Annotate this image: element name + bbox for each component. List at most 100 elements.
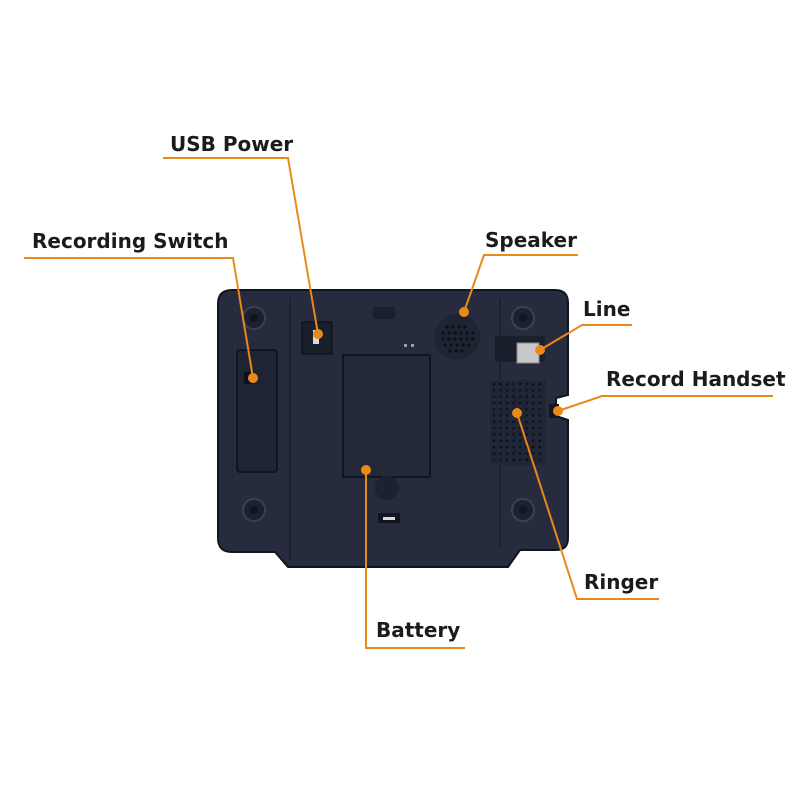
ringer-hole	[506, 420, 509, 423]
ringer-hole	[512, 408, 515, 411]
ringer-hole	[499, 414, 502, 417]
ringer-hole	[538, 383, 541, 386]
ringer-hole	[506, 458, 509, 461]
ringer-hole	[519, 452, 522, 455]
label-usb-power: USB Power	[170, 132, 293, 156]
ringer-hole	[538, 414, 541, 417]
label-speaker: Speaker	[485, 228, 577, 252]
ringer-hole	[538, 427, 541, 430]
ringer-hole	[499, 389, 502, 392]
ringer-grille	[490, 380, 546, 465]
speaker-grille	[434, 314, 480, 360]
label-line: Line	[583, 297, 630, 321]
ringer-hole	[519, 427, 522, 430]
ringer-hole	[499, 446, 502, 449]
ringer-hole	[532, 389, 535, 392]
ringer-hole	[493, 414, 496, 417]
ringer-hole	[525, 389, 528, 392]
ringer-hole	[512, 427, 515, 430]
ringer-hole	[525, 433, 528, 436]
ringer-hole	[506, 427, 509, 430]
ringer-hole	[499, 420, 502, 423]
line-port[interactable]	[495, 336, 545, 364]
ringer-hole	[506, 446, 509, 449]
screw	[511, 306, 535, 330]
ringer-hole	[493, 395, 496, 398]
ringer-hole	[493, 389, 496, 392]
ringer-hole	[532, 433, 535, 436]
ringer-hole	[512, 420, 515, 423]
ringer-hole	[499, 401, 502, 405]
ringer-hole	[532, 439, 535, 442]
ringer-hole	[519, 389, 522, 392]
screw	[242, 306, 266, 330]
ringer-hole	[493, 420, 496, 423]
ringer-hole	[512, 446, 515, 449]
ringer-hole	[499, 433, 502, 436]
leader-lines	[24, 157, 773, 649]
ringer-hole	[493, 427, 496, 430]
ringer-hole	[506, 383, 509, 386]
ringer-hole	[512, 395, 515, 398]
ringer-hole	[493, 408, 496, 411]
ringer-hole	[525, 414, 528, 417]
ringer-hole	[532, 427, 535, 430]
label-recording-switch: Recording Switch	[32, 229, 229, 253]
ringer-hole	[519, 383, 522, 386]
leader-endpoints	[248, 307, 563, 475]
ringer-hole	[532, 446, 535, 449]
label-battery: Battery	[376, 618, 460, 642]
ringer-hole	[493, 433, 496, 436]
ringer-hole	[493, 439, 496, 442]
ringer-hole	[538, 439, 541, 442]
ringer-hole	[512, 389, 515, 392]
ringer-hole	[532, 401, 535, 405]
ringer-hole	[493, 452, 496, 455]
ringer-hole	[519, 433, 522, 436]
ringer-hole	[499, 427, 502, 430]
ringer-hole	[532, 383, 535, 386]
ringer-hole	[506, 433, 509, 436]
battery-compartment[interactable]	[342, 344, 431, 523]
ringer-hole	[499, 439, 502, 442]
ringer-hole	[525, 452, 528, 455]
ringer-hole	[506, 452, 509, 455]
ringer-hole	[525, 446, 528, 449]
ringer-hole	[493, 401, 496, 405]
ringer-hole	[519, 401, 522, 405]
label-record-handset: Record Handset	[606, 367, 786, 391]
ringer-hole	[506, 414, 509, 417]
ringer-hole	[506, 395, 509, 398]
ringer-hole	[525, 408, 528, 411]
ringer-hole	[525, 401, 528, 405]
ringer-hole	[538, 446, 541, 449]
ringer-hole	[493, 446, 496, 449]
ringer-hole	[506, 439, 509, 442]
ringer-hole	[506, 401, 509, 405]
usb-power-port[interactable]	[301, 307, 395, 355]
ringer-hole	[525, 395, 528, 398]
ringer-dots	[493, 383, 541, 461]
ringer-hole	[532, 420, 535, 423]
ringer-hole	[493, 383, 496, 386]
ringer-hole	[538, 401, 541, 405]
ringer-hole	[532, 414, 535, 417]
ringer-hole	[525, 383, 528, 386]
ringer-hole	[506, 408, 509, 411]
ringer-hole	[532, 452, 535, 455]
ringer-hole	[538, 452, 541, 455]
ringer-hole	[506, 389, 509, 392]
ringer-hole	[512, 401, 515, 405]
ringer-hole	[538, 408, 541, 411]
ringer-hole	[538, 395, 541, 398]
ringer-hole	[499, 452, 502, 455]
ringer-hole	[538, 389, 541, 392]
ringer-hole	[512, 383, 515, 386]
ringer-hole	[499, 383, 502, 386]
ringer-hole	[538, 458, 541, 461]
ringer-hole	[512, 433, 515, 436]
ringer-hole	[512, 439, 515, 442]
ringer-hole	[532, 408, 535, 411]
recording-switch[interactable]	[236, 349, 278, 473]
